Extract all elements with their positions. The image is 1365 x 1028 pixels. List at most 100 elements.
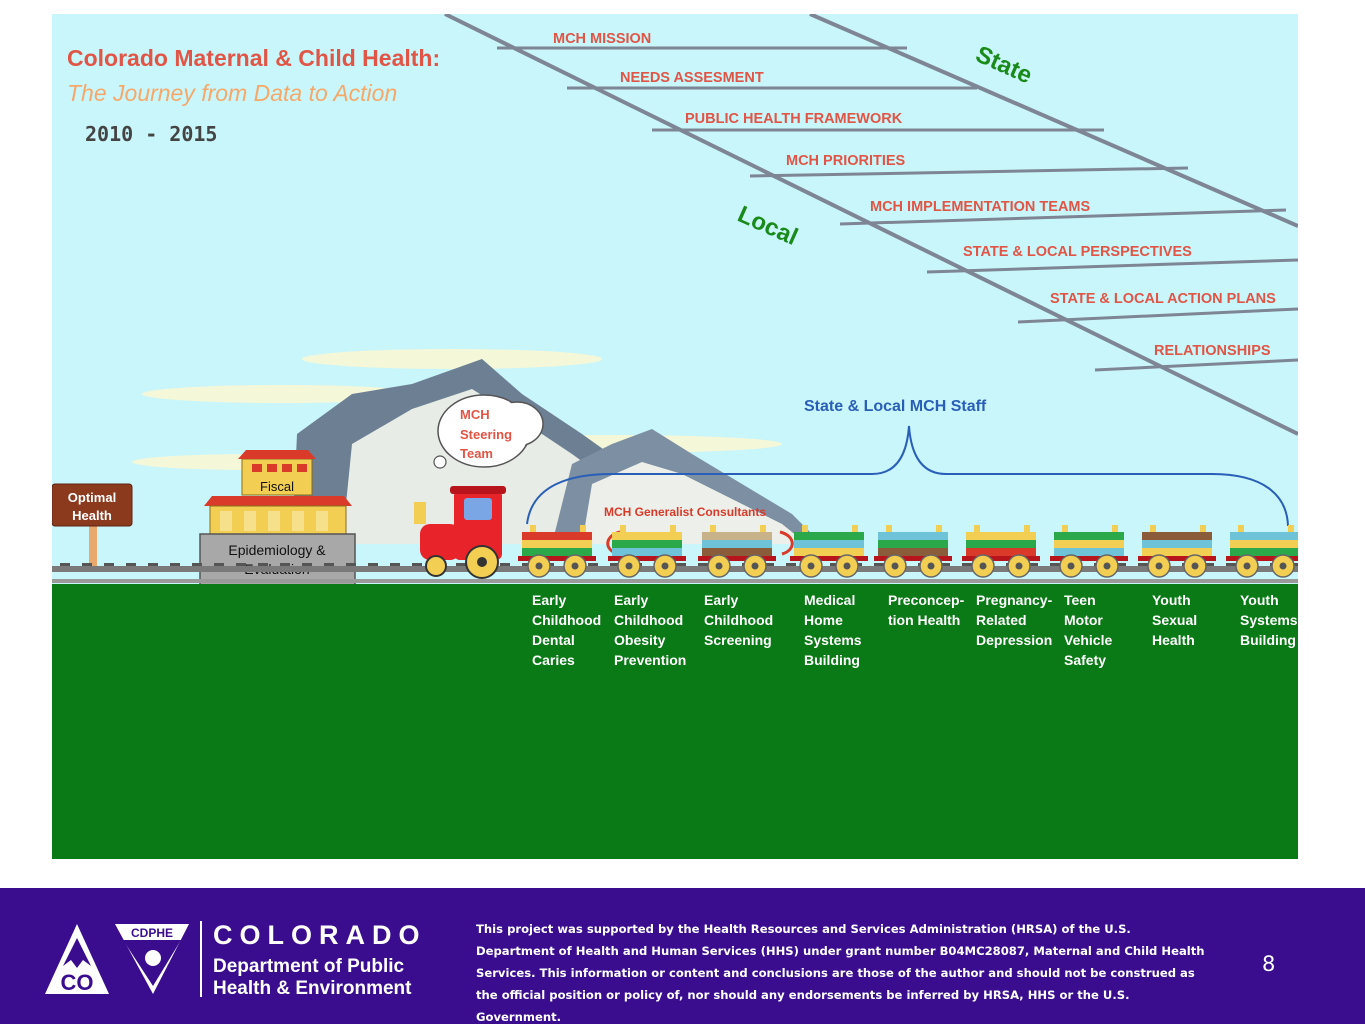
journey-diagram: Colorado Maternal & Child Health: The Jo… bbox=[52, 14, 1298, 859]
steering-team-cloud: MCH Steering Team bbox=[433, 394, 544, 469]
car-label-line: Preconcep- bbox=[888, 592, 965, 608]
track-tie bbox=[368, 563, 378, 566]
org-wordmark: COLORADO bbox=[213, 920, 427, 950]
ladder-rung bbox=[1094, 358, 1298, 372]
track-tie bbox=[698, 563, 708, 566]
track-tie bbox=[1028, 563, 1038, 566]
track-tie bbox=[214, 563, 224, 566]
track-tie bbox=[82, 563, 92, 566]
track-tie bbox=[610, 563, 620, 566]
year-range: 2010 - 2015 bbox=[85, 122, 217, 146]
optimal-health-sign: Optimal Health bbox=[52, 483, 133, 572]
car-label-line: Prevention bbox=[614, 652, 686, 668]
car-label-line: Building bbox=[804, 652, 860, 668]
car-label-line: Related bbox=[976, 612, 1027, 628]
track-tie bbox=[522, 563, 532, 566]
track-tie bbox=[1050, 563, 1060, 566]
track-tie bbox=[1116, 563, 1126, 566]
ladder-step-label: NEEDS ASSESMENT bbox=[620, 70, 764, 86]
logo-acronym: CDPHE bbox=[131, 926, 173, 940]
car-label-line: Early bbox=[532, 592, 566, 608]
track-tie bbox=[874, 563, 884, 566]
track-tie bbox=[192, 563, 202, 566]
car-label-line: Childhood bbox=[614, 612, 683, 628]
cloud-line-2: Steering bbox=[460, 427, 512, 442]
ladder-step-label: MCH IMPLEMENTATION TEAMS bbox=[870, 199, 1090, 215]
consultant-arrow-right bbox=[779, 530, 794, 556]
car-label-line: Home bbox=[804, 612, 843, 628]
track-tie bbox=[258, 563, 268, 566]
track-tie bbox=[1138, 563, 1148, 566]
track-tie bbox=[280, 563, 290, 566]
track-tie bbox=[1226, 563, 1236, 566]
diagram-title: Colorado Maternal & Child Health: bbox=[67, 45, 440, 71]
track-tie bbox=[588, 563, 598, 566]
train-car: Preconcep-tion Health bbox=[874, 525, 965, 628]
car-label-line: Systems bbox=[1240, 612, 1298, 628]
car-label-line: Medical bbox=[804, 592, 855, 608]
staff-bracket bbox=[526, 425, 1289, 527]
train-cars: EarlyChildhoodDentalCariesEarlyChildhood… bbox=[518, 525, 1298, 668]
car-label-line: Building bbox=[1240, 632, 1296, 648]
track-tie bbox=[104, 563, 114, 566]
track-tie bbox=[940, 563, 950, 566]
track-tie bbox=[346, 563, 356, 566]
staff-label: State & Local MCH Staff bbox=[804, 398, 987, 415]
logo-co: CO bbox=[61, 970, 94, 995]
track-tie bbox=[302, 563, 312, 566]
car-label-line: Sexual bbox=[1152, 612, 1197, 628]
ladder-rung bbox=[749, 166, 1189, 178]
mountain-right-snow bbox=[582, 462, 807, 544]
car-label-line: Safety bbox=[1064, 652, 1106, 668]
car-label-line: Screening bbox=[704, 632, 772, 648]
ladder-step-label: STATE & LOCAL ACTION PLANS bbox=[1050, 291, 1276, 307]
track-tie bbox=[60, 563, 70, 566]
track-tie bbox=[676, 563, 686, 566]
sign-line-2: Health bbox=[72, 508, 112, 523]
track-tie bbox=[830, 563, 840, 566]
cloud-line-3: Team bbox=[460, 446, 493, 461]
track-tie bbox=[456, 563, 466, 566]
sign-line-1: Optimal bbox=[68, 490, 116, 505]
fiscal-label: Fiscal bbox=[260, 479, 294, 494]
locomotive bbox=[414, 486, 506, 579]
track-tie bbox=[170, 563, 180, 566]
track-tie bbox=[390, 563, 400, 566]
cloud-line-1: MCH bbox=[460, 407, 490, 422]
logo-divider bbox=[200, 921, 202, 997]
ladder-step-label: STATE & LOCAL PERSPECTIVES bbox=[963, 244, 1192, 260]
car-label-line: Youth bbox=[1152, 592, 1191, 608]
grass bbox=[52, 584, 1298, 859]
cdphe-logo: CO CDPHE bbox=[43, 920, 191, 1003]
consultants-label: MCH Generalist Consultants bbox=[604, 505, 766, 519]
track-tie bbox=[1204, 563, 1214, 566]
ladder-step-label: PUBLIC HEALTH FRAMEWORK bbox=[685, 111, 903, 127]
car-label-line: Childhood bbox=[704, 612, 773, 628]
background-cloud bbox=[302, 349, 602, 369]
track-tie bbox=[412, 563, 422, 566]
car-label-line: Teen bbox=[1064, 592, 1096, 608]
car-label-line: Childhood bbox=[532, 612, 601, 628]
grant-disclaimer: This project was supported by the Health… bbox=[476, 922, 1205, 1024]
track-tie bbox=[148, 563, 158, 566]
car-label-line: Depression bbox=[976, 632, 1052, 648]
ladder-step-label: RELATIONSHIPS bbox=[1154, 343, 1271, 359]
ladder-rung bbox=[1017, 307, 1298, 324]
car-label-line: Motor bbox=[1064, 612, 1103, 628]
car-label-line: Early bbox=[704, 592, 738, 608]
track-tie bbox=[500, 563, 510, 566]
car-label-line: Dental bbox=[532, 632, 575, 648]
track-tie bbox=[786, 563, 796, 566]
car-label-line: Health bbox=[1152, 632, 1195, 648]
department-line-1: Department of Public bbox=[213, 956, 405, 977]
car-label-line: Pregnancy- bbox=[976, 592, 1053, 608]
track-tie bbox=[962, 563, 972, 566]
track-tie bbox=[764, 563, 774, 566]
